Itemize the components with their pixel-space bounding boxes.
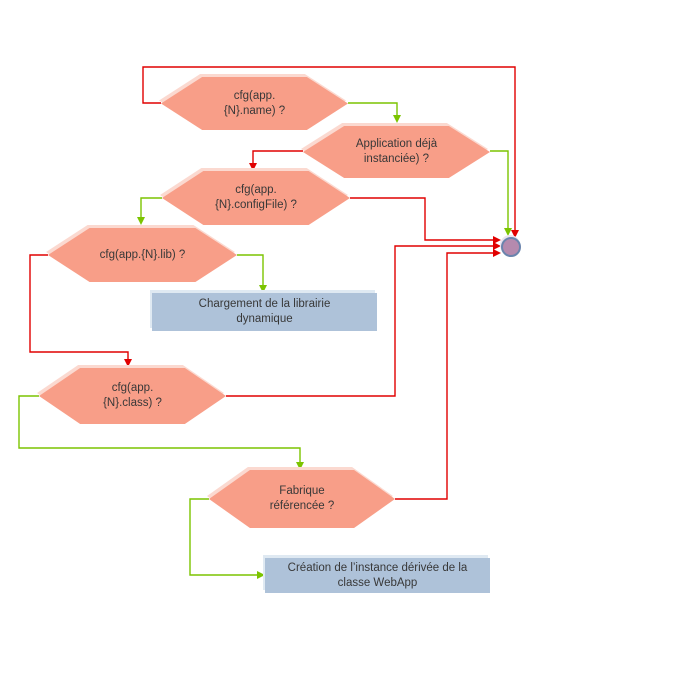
- decision-cfg-lib: cfg(app.{N}.lib) ?: [48, 228, 237, 282]
- decision-cfg-name-label: cfg(app. {N}.name) ?: [223, 89, 286, 117]
- edge-instantiated-no-arrowhead: [249, 163, 257, 171]
- edge-factory-yes-arrowhead: [257, 571, 265, 579]
- rect-shape: Chargement de la librairie dynamique: [152, 293, 377, 331]
- edge-name-no-line: [142, 66, 516, 230]
- edge-configfile-yes-arrowhead: [137, 217, 145, 225]
- edge-configfile-no-arrowhead: [493, 236, 501, 244]
- process-create-instance: Création de l’instance dérivée de la cla…: [265, 558, 490, 593]
- hexagon-shape: Application déjà instanciée) ?: [303, 126, 490, 178]
- hexagon-shape: cfg(app. {N}.class) ?: [39, 368, 226, 424]
- edge-class-no-arrowhead: [493, 242, 501, 250]
- edge-class-no-line: [226, 245, 493, 397]
- hexagon-shape: cfg(app.{N}.lib) ?: [48, 228, 237, 282]
- decision-cfg-class: cfg(app. {N}.class) ?: [39, 368, 226, 424]
- edge-class-yes-line: [18, 395, 301, 462]
- end-node-circle: [501, 237, 521, 257]
- process-load-library: Chargement de la librairie dynamique: [152, 293, 377, 331]
- edge-name-yes-line: [348, 102, 398, 115]
- edge-name-yes-arrowhead: [393, 115, 401, 123]
- edge-factory-no-line: [395, 252, 493, 500]
- edge-instantiated-yes-arrowhead: [504, 228, 512, 236]
- decision-cfg-configfile: cfg(app. {N}.configFile) ?: [162, 171, 350, 225]
- edge-name-no-arrowhead: [511, 230, 519, 238]
- edge-class-yes-arrowhead: [296, 462, 304, 470]
- process-load-library-label: Chargement de la librairie dynamique: [198, 298, 331, 325]
- edge-factory-yes-line: [189, 498, 257, 576]
- edge-lib-no-line: [29, 254, 129, 359]
- edge-lib-yes-arrowhead: [259, 285, 267, 293]
- hexagon-shape: cfg(app. {N}.name) ?: [161, 77, 348, 130]
- edge-lib-no-arrowhead: [124, 359, 132, 367]
- decision-factory-referenced: Fabrique référencée ?: [209, 470, 395, 528]
- decision-app-already-instantiated: Application déjà instanciée) ?: [303, 126, 490, 178]
- edge-configfile-no-line: [350, 197, 493, 241]
- decision-app-already-instantiated-label: Application déjà instanciée) ?: [355, 138, 438, 165]
- edge-instantiated-no-line: [252, 150, 303, 163]
- decision-cfg-class-label: cfg(app. {N}.class) ?: [103, 382, 162, 409]
- hexagon-shape: Fabrique référencée ?: [209, 470, 395, 528]
- hexagon-shape: cfg(app. {N}.configFile) ?: [162, 171, 350, 225]
- process-create-instance-label: Création de l’instance dérivée de la cla…: [287, 561, 468, 589]
- decision-factory-referenced-label: Fabrique référencée ?: [269, 485, 335, 512]
- edge-factory-no-arrowhead: [493, 249, 501, 257]
- edge-instantiated-yes-line: [490, 150, 509, 228]
- edge-configfile-yes-line: [140, 197, 162, 217]
- rect-shape: Création de l’instance dérivée de la cla…: [265, 558, 490, 593]
- edge-lib-yes-line: [237, 254, 264, 285]
- decision-cfg-lib-label: cfg(app.{N}.lib) ?: [99, 248, 186, 261]
- decision-cfg-name: cfg(app. {N}.name) ?: [161, 77, 348, 130]
- decision-cfg-configfile-label: cfg(app. {N}.configFile) ?: [215, 184, 297, 211]
